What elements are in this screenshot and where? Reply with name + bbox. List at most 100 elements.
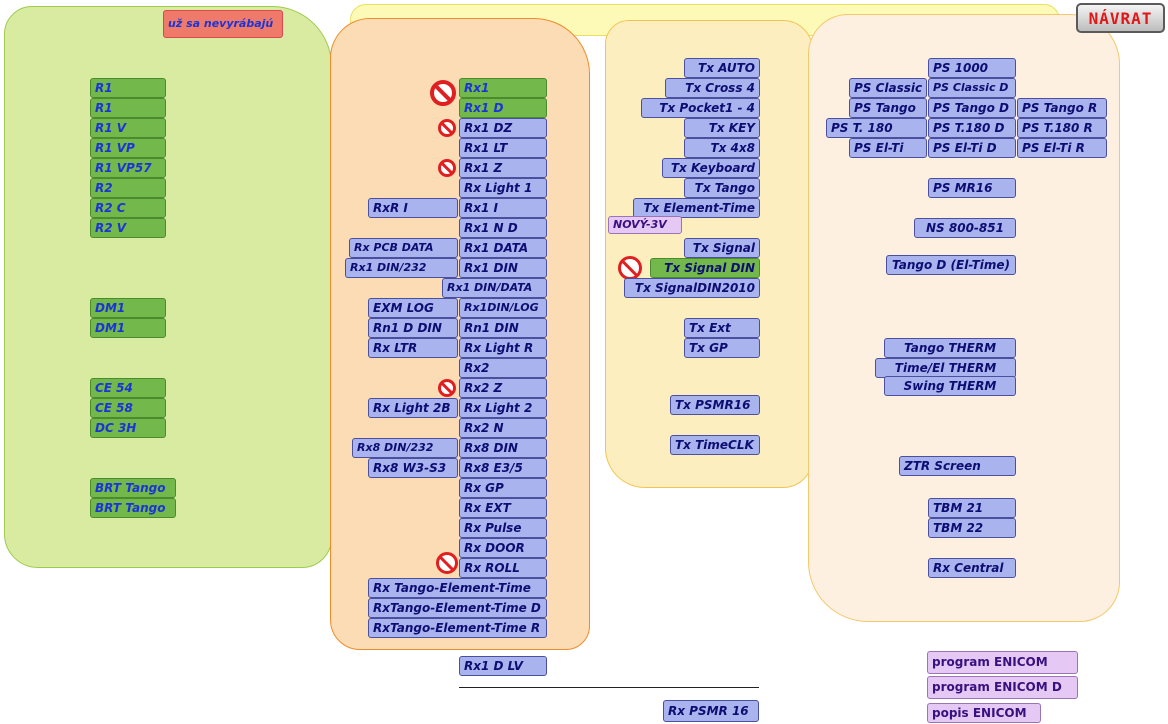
product-link-r2[interactable]: R2 [90,178,166,198]
product-link-tx-psmr16[interactable]: Tx PSMR16 [670,395,760,415]
product-link-rx-gp[interactable]: Rx GP [459,478,547,498]
product-link-rx1-d-lv[interactable]: Rx1 D LV [459,656,547,676]
product-link-ps-classic[interactable]: PS Classic [849,78,927,98]
product-link-rx8-w3-s3[interactable]: Rx8 W3-S3 [368,458,458,478]
product-link-ps-1000[interactable]: PS 1000 [928,58,1016,78]
product-link-swing-therm[interactable]: Swing THERM [884,376,1016,396]
software-link-program-enicom-d[interactable]: program ENICOM D [927,676,1078,699]
product-link-rn1-din[interactable]: Rn1 DIN [459,318,547,338]
product-link-time-el-therm[interactable]: Time/El THERM [875,358,1016,378]
product-link-rx1din-log[interactable]: Rx1DIN/LOG [459,298,547,318]
product-link-tx-element-time[interactable]: Tx Element-Time [633,198,760,218]
product-link-rx2-n[interactable]: Rx2 N [459,418,547,438]
product-link-ps-tango-r[interactable]: PS Tango R [1017,98,1107,118]
product-link-tx-signal[interactable]: Tx Signal [684,238,760,258]
software-link-program-enicom[interactable]: program ENICOM [927,651,1078,674]
product-link-rx1-z[interactable]: Rx1 Z [459,158,547,178]
product-link-ps-t180-d[interactable]: PS T.180 D [928,118,1016,138]
product-link-rx1-lt[interactable]: Rx1 LT [459,138,547,158]
product-link-r1-v[interactable]: R1 V [90,118,166,138]
product-link-rx-psmr16[interactable]: Rx PSMR 16 [663,700,759,722]
product-link-r1[interactable]: R1 [90,78,166,98]
product-link-tx-timeclk[interactable]: Tx TimeCLK [670,435,760,455]
product-link-rx-ltr[interactable]: Rx LTR [368,338,458,358]
product-link-tx-gp[interactable]: Tx GP [684,338,760,358]
discontinued-note-label: už sa nevyrábajú [163,10,283,38]
product-link-rx-pcb-data[interactable]: Rx PCB DATA [349,238,458,258]
product-link-brt-tango[interactable]: BRT Tango [90,478,176,498]
product-link-rx1-d[interactable]: Rx1 D [459,98,547,118]
product-link-ps-tango[interactable]: PS Tango [849,98,927,118]
product-link-rx8-din[interactable]: Rx8 DIN [459,438,547,458]
product-link-r2-c[interactable]: R2 C [90,198,166,218]
product-link-tx-signal-din[interactable]: Tx Signal DIN [650,258,760,278]
product-link-rx2-z[interactable]: Rx2 Z [459,378,547,398]
product-link-exm-log[interactable]: EXM LOG [368,298,458,318]
product-link-rx8-e3-5[interactable]: Rx8 E3/5 [459,458,547,478]
product-link-rx2[interactable]: Rx2 [459,358,547,378]
product-link-rx-ext[interactable]: Rx EXT [459,498,547,518]
product-link-dc3h[interactable]: DC 3H [90,418,166,438]
product-link-ps-el-ti-r[interactable]: PS El-Ti R [1017,138,1107,158]
product-link-r2-v[interactable]: R2 V [90,218,166,238]
product-link-tx-key[interactable]: Tx KEY [684,118,760,138]
no-entry-icon [618,256,642,280]
product-link-r1-vp57[interactable]: R1 VP57 [90,158,166,178]
product-link-rx-light-1[interactable]: Rx Light 1 [459,178,547,198]
product-link-tx-signaldin2010[interactable]: Tx SignalDIN2010 [624,278,760,298]
product-link-ce58[interactable]: CE 58 [90,398,166,418]
product-link-ns-800-851[interactable]: NS 800-851 [914,218,1016,238]
product-link-r1-vp[interactable]: R1 VP [90,138,166,158]
product-link-ps-tango-d[interactable]: PS Tango D [928,98,1016,118]
software-link-popis-enicom[interactable]: popis ENICOM [927,703,1041,723]
product-link-rn1-d-din[interactable]: Rn1 D DIN [368,318,458,338]
product-link-brt-tango-alt[interactable]: BRT Tango [90,498,176,518]
product-link-tx-4x8[interactable]: Tx 4x8 [684,138,760,158]
back-button[interactable]: NÁVRAT [1076,3,1165,33]
product-link-rx-light-2b[interactable]: Rx Light 2B [368,398,458,418]
product-link-tango-therm[interactable]: Tango THERM [884,338,1016,358]
product-link-tbm-21[interactable]: TBM 21 [928,498,1016,518]
product-link-ps-mr16[interactable]: PS MR16 [928,178,1016,198]
product-link-rx-pulse[interactable]: Rx Pulse [459,518,547,538]
no-entry-icon [438,119,456,137]
product-link-tbm-22[interactable]: TBM 22 [928,518,1016,538]
product-link-rx1-din-data[interactable]: Rx1 DIN/DATA [442,278,547,298]
product-link-tx-pocket1-4[interactable]: Tx Pocket1 - 4 [641,98,760,118]
product-link-rx1-i[interactable]: Rx1 I [459,198,547,218]
product-link-rx1-din[interactable]: Rx1 DIN [459,258,547,278]
product-link-tango-d-el-time[interactable]: Tango D (El-Time) [886,255,1016,275]
product-link-rx-light-r[interactable]: Rx Light R [459,338,547,358]
product-link-rx1[interactable]: Rx1 [459,78,547,98]
product-link-ztr-screen[interactable]: ZTR Screen [899,456,1016,476]
product-link-tx-cross-4[interactable]: Tx Cross 4 [665,78,760,98]
product-link-dm1-alt[interactable]: DM1 [90,318,166,338]
new-3v-badge[interactable]: NOVÝ-3V [608,216,682,234]
product-link-r1-alt[interactable]: R1 [90,98,166,118]
product-link-rx1-data[interactable]: Rx1 DATA [459,238,547,258]
product-link-rx1-din-232[interactable]: Rx1 DIN/232 [345,258,458,278]
product-link-ce54[interactable]: CE 54 [90,378,166,398]
product-link-tx-keyboard[interactable]: Tx Keyboard [662,158,760,178]
product-link-rx1-n-d[interactable]: Rx1 N D [459,218,547,238]
product-link-ps-t180-r[interactable]: PS T.180 R [1017,118,1107,138]
product-link-rxtango-element-time-d[interactable]: RxTango-Element-Time D [368,598,547,618]
product-link-rx-tango-element-time[interactable]: Rx Tango-Element-Time [368,578,547,598]
product-link-dm1[interactable]: DM1 [90,298,166,318]
no-entry-icon [436,552,458,574]
product-link-rx8-din-232[interactable]: Rx8 DIN/232 [352,438,458,458]
product-link-rx-roll[interactable]: Rx ROLL [459,558,547,578]
product-link-rxtango-element-time-r[interactable]: RxTango-Element-Time R [368,618,547,638]
product-link-tx-ext[interactable]: Tx Ext [684,318,760,338]
product-link-rx-door[interactable]: Rx DOOR [459,538,547,558]
product-link-tx-auto[interactable]: Tx AUTO [684,58,760,78]
product-link-ps-el-ti-d[interactable]: PS El-Ti D [928,138,1016,158]
product-link-rx-central[interactable]: Rx Central [928,558,1016,578]
product-link-rx-light-2[interactable]: Rx Light 2 [459,398,547,418]
product-link-ps-t180[interactable]: PS T. 180 [826,118,927,138]
product-link-ps-el-ti[interactable]: PS El-Ti [849,138,927,158]
product-link-rxr-i[interactable]: RxR I [368,198,458,218]
product-link-rx1-dz[interactable]: Rx1 DZ [459,118,547,138]
product-link-tx-tango[interactable]: Tx Tango [684,178,760,198]
product-link-ps-classic-d[interactable]: PS Classic D [928,78,1016,98]
